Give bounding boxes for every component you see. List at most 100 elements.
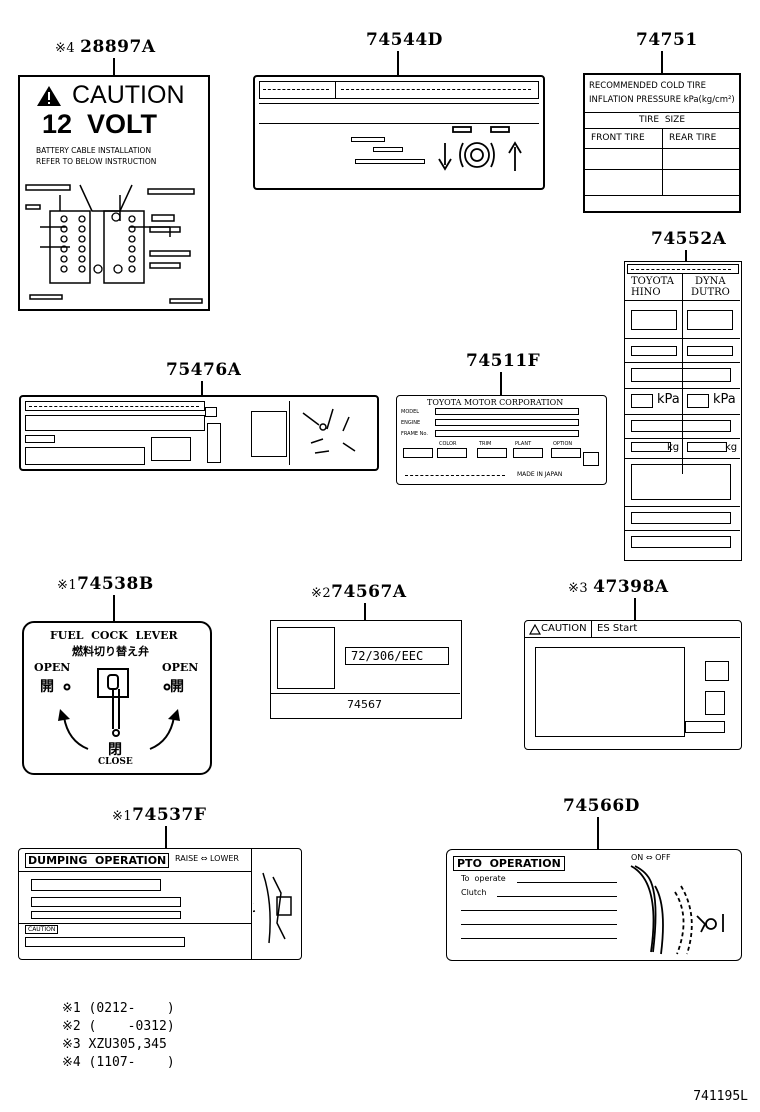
instruction-line-1: BATTERY CABLE INSTALLATION xyxy=(36,146,152,155)
part-number-74567A: ※274567A xyxy=(311,582,407,602)
footnotes: ※1 (0212- ) ※2 ( -0312) ※3 XZU305,345 ※4… xyxy=(62,1000,175,1072)
label-rule xyxy=(591,621,592,637)
country-of-origin: MADE IN JAPAN xyxy=(517,471,563,478)
engine-field-label: ENGINE xyxy=(401,420,421,426)
label-rule xyxy=(625,530,740,531)
text-block xyxy=(631,512,731,524)
open-left-jp: 開 xyxy=(40,679,54,695)
text-block xyxy=(351,137,385,142)
text-line xyxy=(29,406,199,407)
frame-field-label: FRAME No. xyxy=(401,431,428,437)
part-number-74751: 74751 xyxy=(636,30,698,50)
label-rule xyxy=(625,414,740,415)
checkbox-row xyxy=(631,310,677,330)
text-block xyxy=(631,536,731,548)
tire-table-rule xyxy=(585,112,739,113)
value-box xyxy=(631,442,671,452)
label-75476A xyxy=(19,395,379,471)
fuel-lever-icon xyxy=(58,668,180,750)
text-block xyxy=(373,147,403,152)
close-jp: 閉 xyxy=(108,742,122,758)
open-left-label: OPEN xyxy=(34,661,71,674)
value-box xyxy=(583,452,599,466)
label-74537F: DUMPING OPERATION RAISE ⇔ LOWER CAUTION xyxy=(18,848,302,960)
label-74566D: PTO OPERATION ON ⇔ OFF To operate Clutch xyxy=(446,849,742,961)
open-right-label: OPEN xyxy=(162,661,199,674)
text-block xyxy=(685,721,725,733)
brand-dutro: DUTRO xyxy=(691,287,730,298)
tire-table-rule xyxy=(662,128,663,196)
label-rule xyxy=(625,362,740,363)
text-block xyxy=(207,423,221,463)
footnote-2: ※2 ( -0312) xyxy=(62,1019,175,1034)
pto-switch-icon xyxy=(630,865,724,955)
label-74552A: TOYOTA HINO DYNA DUTRO kPa kPa kg kg xyxy=(624,261,742,561)
caution-tag: CAUTION xyxy=(25,925,59,934)
label-74511F: TOYOTA MOTOR CORPORATION MODEL ENGINE FR… xyxy=(396,395,607,485)
part-number-74537F: ※174537F xyxy=(112,805,207,825)
plant-field-label: PLANT xyxy=(515,441,532,447)
part-number-75476A: 75476A xyxy=(166,360,242,380)
text-block xyxy=(355,159,425,164)
brand-hino: HINO xyxy=(631,287,661,298)
text-block xyxy=(25,415,205,431)
value-box xyxy=(631,394,653,408)
es-start-text: ES Start xyxy=(597,623,638,634)
leader-line xyxy=(597,817,599,849)
kg-unit-right: kg xyxy=(725,442,738,453)
tire-pressure-line-1: RECOMMENDED COLD TIRE xyxy=(589,81,707,91)
part-number-74544D: 74544D xyxy=(366,30,443,50)
gauge-diagram xyxy=(302,408,356,454)
value-box xyxy=(687,394,709,408)
text-line xyxy=(631,269,731,270)
checkbox-row xyxy=(687,310,733,330)
approval-code: 72/306/EEC xyxy=(351,649,424,663)
text-block xyxy=(25,435,55,443)
text-block xyxy=(631,368,731,382)
leader-line xyxy=(165,826,167,848)
brand-dyna: DYNA xyxy=(695,276,726,287)
text-block xyxy=(631,464,731,500)
label-header-strip xyxy=(335,81,336,99)
on-off-text: ON ⇔ OFF xyxy=(631,853,671,862)
label-74538B: FUEL COCK LEVER 燃料切り替え弁 OPEN OPEN 開 開 閉 … xyxy=(22,621,212,775)
dumping-title: DUMPING OPERATION xyxy=(25,853,170,868)
option-field xyxy=(551,448,581,458)
text-block xyxy=(31,897,181,907)
raise-lower-text: RAISE ⇔ LOWER xyxy=(175,854,239,863)
label-74567A: 72/306/EEC 74567 xyxy=(270,620,462,719)
option-field-label: OPTION xyxy=(553,441,573,447)
part-number-74566D: 74566D xyxy=(563,796,640,816)
text-line xyxy=(263,89,329,90)
text-block xyxy=(705,691,725,715)
text-block xyxy=(25,447,145,465)
text-block xyxy=(31,911,181,919)
text-line xyxy=(341,89,531,90)
warning-triangle-icon xyxy=(37,86,61,106)
leader-line xyxy=(364,603,366,621)
engine-field xyxy=(435,419,579,426)
value-box xyxy=(687,442,727,452)
label-rule xyxy=(625,458,740,459)
open-right-jp: 開 xyxy=(170,679,184,695)
fuel-cock-title: FUEL COCK LEVER xyxy=(50,629,178,642)
leader-line xyxy=(500,372,502,395)
approval-mark-box xyxy=(277,627,335,689)
pto-title: PTO OPERATION xyxy=(453,856,565,871)
text-block xyxy=(705,661,729,681)
label-header-strip xyxy=(627,264,739,274)
battery-wiring-diagram xyxy=(25,184,203,304)
label-74544D xyxy=(253,75,545,190)
text-line xyxy=(497,896,617,897)
label-rule xyxy=(19,871,251,872)
part-number-74511F: 74511F xyxy=(466,351,541,371)
tire-table-rule xyxy=(585,169,739,170)
caution-heading: CAUTION xyxy=(72,81,185,109)
frame-field xyxy=(435,430,579,437)
text-block xyxy=(205,407,217,417)
color-field-label: COLOR xyxy=(439,441,457,447)
part-number-74538B: ※174538B xyxy=(57,574,154,594)
text-line xyxy=(461,910,617,911)
label-rule xyxy=(625,300,740,301)
